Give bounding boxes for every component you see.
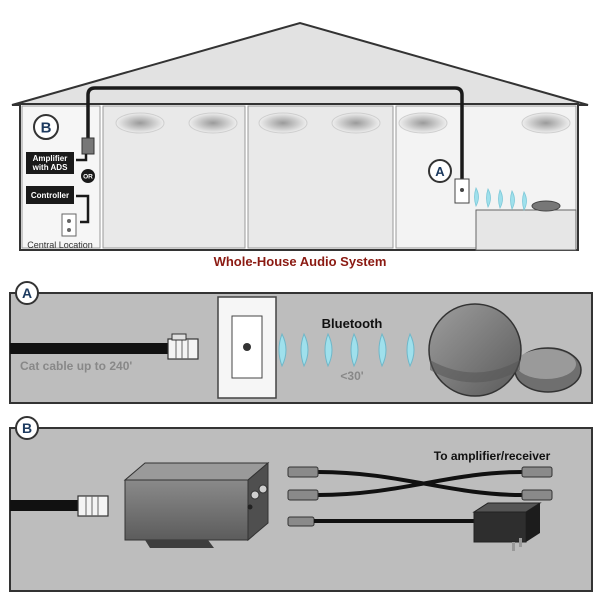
ceiling-speaker (521, 112, 571, 134)
panel-a-marker-circle (15, 281, 39, 305)
panel-b-marker-circle (15, 416, 39, 440)
wave-arc (522, 191, 527, 211)
outlet-socket (67, 228, 71, 232)
cat-cable-label: Cat cable up to 240' (20, 359, 132, 373)
controller-label: Controller (31, 191, 69, 200)
house-roof (11, 21, 589, 106)
cat-cable (10, 343, 170, 354)
power-adapter (287, 502, 542, 551)
or-badge (81, 169, 95, 183)
controller-box (26, 186, 74, 204)
ceiling-speakers (115, 112, 571, 134)
house-title: Whole-House Audio System (214, 254, 387, 269)
ads-adapter-box (123, 461, 270, 548)
outlet-socket (67, 219, 71, 223)
speaker-flat-top (516, 349, 576, 379)
marker-a-house-label: A (435, 164, 445, 179)
panel-a-marker: A (22, 285, 32, 301)
ceiling-speaker (115, 112, 165, 134)
cabinet (475, 209, 577, 251)
panel-b-marker: B (22, 420, 32, 436)
range-label: <30' (340, 369, 363, 383)
power-outlet (61, 213, 77, 237)
ceiling-speaker (331, 112, 381, 134)
ads-box-rca-jack (250, 490, 260, 500)
or-label: OR (83, 174, 93, 181)
rca-plug-left-lower (287, 489, 319, 501)
panel-a: A Cat cable up to 240' Bluetooth <30' (9, 281, 593, 404)
wall-plate-jack-small (460, 188, 464, 192)
ads-box-power-jack (247, 504, 253, 510)
bluetooth-label: Bluetooth (322, 316, 383, 331)
ceiling-speaker (188, 112, 238, 134)
wave-arc (474, 187, 479, 207)
wave-arc (486, 188, 491, 208)
panel-b: B To amplifier/receiver (9, 416, 593, 592)
wave-arc (278, 332, 287, 368)
central-location-label: Central Location (27, 240, 93, 250)
marker-a-house-circle (428, 159, 452, 183)
rj45-body (77, 495, 109, 517)
controller-cable (76, 194, 90, 224)
wave-arc (378, 332, 387, 368)
amp-cable (76, 154, 88, 162)
wave-arc (300, 332, 309, 368)
rj45-body (167, 338, 199, 360)
wave-arc (406, 332, 415, 368)
ads-box-side (247, 461, 269, 542)
wall-plate-jack (243, 343, 251, 351)
wave-arc (510, 190, 515, 210)
house-illustration: B Amplifier with ADS OR Controller Centr… (11, 21, 589, 251)
cat-cable-b (10, 500, 80, 511)
smart-speaker-small (531, 200, 561, 212)
rj45-plug-b (77, 495, 109, 517)
ads-box-front (124, 479, 249, 541)
rj45-clip (171, 333, 187, 341)
output-label: To amplifier/receiver (434, 449, 551, 463)
power-plug-barrel (287, 516, 315, 527)
rj45-plug (167, 333, 199, 360)
rca-plug-right-upper (521, 466, 553, 478)
ceiling-speaker (258, 112, 308, 134)
ads-box-top (123, 462, 270, 481)
power-adapter-side (526, 503, 540, 542)
marker-b-label: B (41, 120, 52, 137)
speaker-dome-fabric (430, 360, 520, 383)
smart-speaker-flat (514, 347, 582, 393)
power-adapter-prong (519, 538, 522, 547)
wave-arc (498, 189, 503, 209)
ads-connector (81, 137, 95, 155)
power-adapter-prong (512, 542, 515, 551)
rca-cables (287, 466, 553, 501)
rca-plug-right-lower (521, 489, 553, 501)
rca-cable-lower (317, 470, 523, 497)
smart-speaker-dome (428, 303, 522, 397)
amplifier-label-line2: with ADS (32, 163, 68, 172)
ads-box-rca-jack (258, 484, 268, 494)
wave-arc (324, 332, 333, 368)
power-adapter-body (473, 511, 527, 543)
marker-b-circle (33, 114, 59, 140)
amplifier-label-line1: Amplifier (33, 154, 68, 163)
amplifier-box (26, 152, 74, 174)
bluetooth-waves-small (474, 187, 527, 211)
attic-cable (86, 86, 464, 180)
ads-box-foot (145, 540, 214, 548)
wave-arc (350, 332, 359, 368)
ceiling-speaker (398, 112, 448, 134)
bluetooth-waves (278, 332, 415, 368)
rca-plug-left-upper (287, 466, 319, 478)
